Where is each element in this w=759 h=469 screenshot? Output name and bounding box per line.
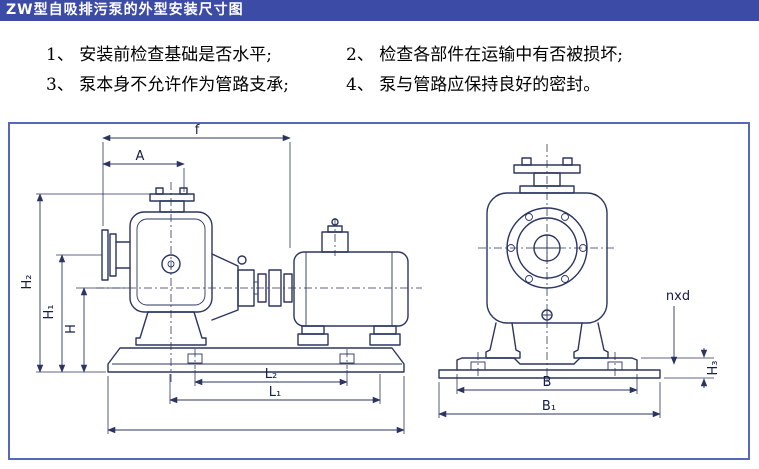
- note-2: 2、 检查各部件在运输中有否被损坏;: [346, 45, 623, 65]
- dimension-L1: L₁: [169, 374, 381, 404]
- note-row-2: 3、 泵本身不允许作为管路支承; 4、 泵与管路应保持良好的密封。: [0, 70, 759, 100]
- anchor-hole-callout: nxd: [666, 289, 690, 365]
- dimension-heights: H₂ H₁ H: [20, 193, 150, 373]
- dimension-B: B: [456, 374, 638, 394]
- motor: [293, 218, 409, 346]
- dim-label-nxd: nxd: [666, 289, 690, 304]
- note-3: 3、 泵本身不允许作为管路支承;: [46, 75, 289, 95]
- dim-label-f: f: [195, 124, 200, 138]
- baseplate: [107, 347, 405, 373]
- end-view-casing: [486, 192, 608, 324]
- note-4: 4、 泵与管路应保持良好的密封。: [346, 75, 601, 95]
- pump-side-view: f A H₂ H₁ H: [20, 123, 422, 434]
- dim-label-H: H: [64, 324, 79, 334]
- dimension-A: A: [102, 149, 185, 192]
- dimension-f: f: [102, 123, 291, 248]
- dim-label-L2: L₂: [265, 367, 277, 382]
- dimension-B1: B₁: [438, 382, 661, 418]
- coupling: [257, 269, 293, 307]
- note-1: 1、 安装前检查基础是否水平;: [46, 45, 272, 65]
- pump-dimension-drawing: f A H₂ H₁ H: [20, 123, 721, 434]
- end-view-discharge-flange: [513, 157, 581, 194]
- dim-label-H1: H₁: [42, 305, 57, 320]
- dim-label-B1: B₁: [542, 399, 556, 414]
- dimension-overall-length: [107, 376, 405, 434]
- dim-label-B: B: [543, 375, 552, 390]
- dim-label-H2: H₂: [20, 275, 35, 290]
- pump-end-view: B B₁ nxd H₃: [438, 144, 721, 418]
- end-view-base: [438, 352, 661, 379]
- pump-pedestal: [135, 311, 207, 346]
- suction-flange: [101, 229, 131, 281]
- dimension-H3: H₃: [641, 348, 721, 388]
- note-row-1: 1、 安装前检查基础是否水平; 2、 检查各部件在运输中有否被损坏;: [0, 40, 759, 70]
- dim-label-H3: H₃: [706, 361, 721, 376]
- discharge-flange-top: [149, 187, 195, 213]
- title-bar: ZW型自吸排污泵的外型安装尺寸图: [0, 0, 759, 21]
- bearing-bracket: [211, 253, 259, 321]
- page-title: ZW型自吸排污泵的外型安装尺寸图: [6, 2, 244, 18]
- installation-notes: 1、 安装前检查基础是否水平; 2、 检查各部件在运输中有否被损坏; 3、 泵本…: [0, 40, 759, 100]
- dim-label-L1: L₁: [269, 385, 281, 400]
- drawing-area: f A H₂ H₁ H: [8, 122, 750, 460]
- dimension-L2: L₂: [194, 367, 348, 386]
- dim-label-A: A: [136, 149, 145, 164]
